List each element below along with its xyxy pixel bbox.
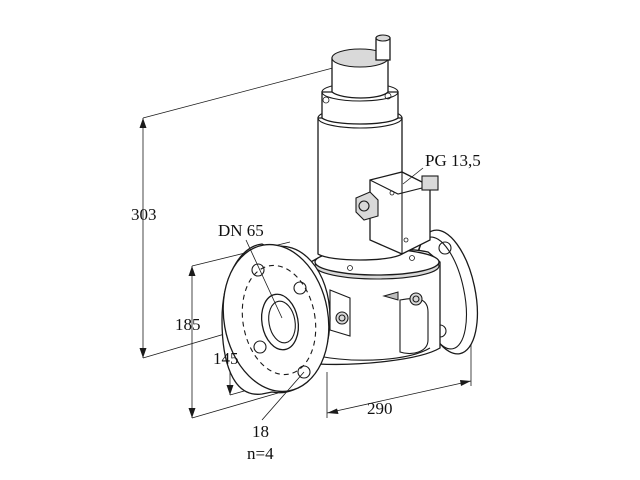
label-hole-diameter: 18 [252, 422, 269, 441]
label-cable-gland: PG 13,5 [425, 151, 481, 170]
label-flange-outer: 185 [175, 315, 201, 334]
dimension-length [326, 335, 472, 418]
valve-body [299, 248, 441, 365]
leader-lines [245, 167, 424, 421]
label-length: 290 [367, 399, 393, 418]
label-height: 303 [131, 205, 157, 224]
dimension-height [139, 63, 349, 359]
front-flange [221, 243, 331, 395]
label-hole-count: n=4 [247, 444, 274, 463]
label-bolt-circle: 145 [213, 349, 239, 368]
terminal-box [355, 171, 439, 255]
label-nominal-diameter: DN 65 [218, 221, 264, 240]
